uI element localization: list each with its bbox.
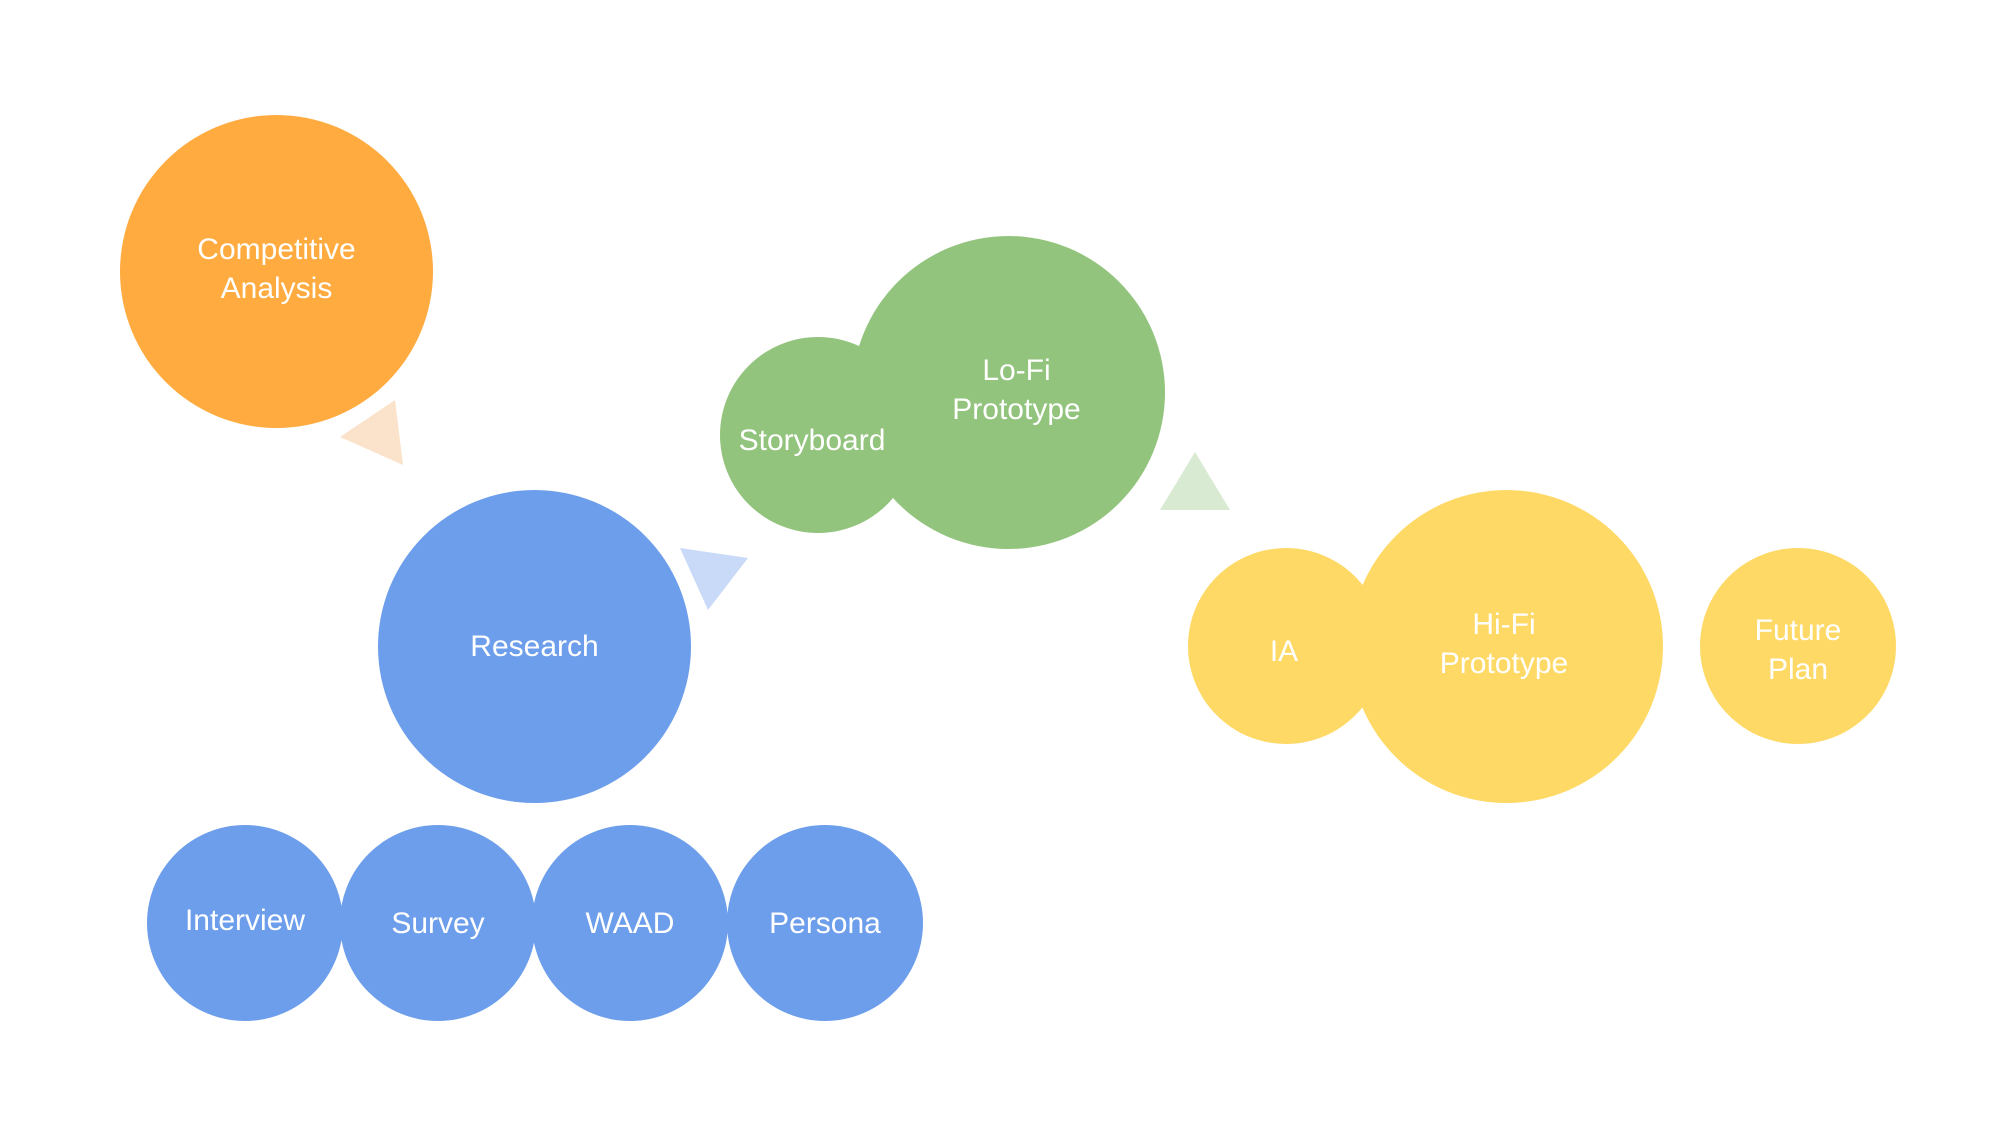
waad-label: WAAD xyxy=(585,906,675,940)
ia-label: IA xyxy=(1269,634,1299,668)
research-node: Research xyxy=(378,490,691,803)
interview-label: Interview xyxy=(184,904,306,937)
interview-node: Interview xyxy=(147,825,343,1021)
arrow-research-to-competitive xyxy=(340,400,403,465)
survey-label: Survey xyxy=(391,906,485,940)
research-label: Research xyxy=(470,630,599,663)
future-plan-label: Future Plan xyxy=(1754,614,1842,686)
competitive-analysis-label: Competitive Analysis xyxy=(197,233,356,305)
arrow-lofi-to-hifi xyxy=(1160,452,1230,510)
competitive-analysis-node: Competitive Analysis xyxy=(120,115,433,428)
storyboard-node: Storyboard xyxy=(720,337,916,533)
future-plan-node: Future Plan xyxy=(1700,548,1896,744)
survey-node: Survey xyxy=(340,825,536,1021)
hifi-prototype-label: Hi-Fi Prototype xyxy=(1439,608,1569,680)
arrow-research-to-storyboard xyxy=(680,548,748,610)
waad-node: WAAD xyxy=(532,825,728,1021)
ia-node: IA xyxy=(1188,548,1384,744)
storyboard-label: Storyboard xyxy=(738,423,886,457)
persona-label: Persona xyxy=(769,906,881,940)
persona-node: Persona xyxy=(727,825,923,1021)
lofi-prototype-label: Lo-Fi Prototype xyxy=(952,354,1081,426)
hifi-prototype-node: Hi-Fi Prototype xyxy=(1350,490,1663,803)
